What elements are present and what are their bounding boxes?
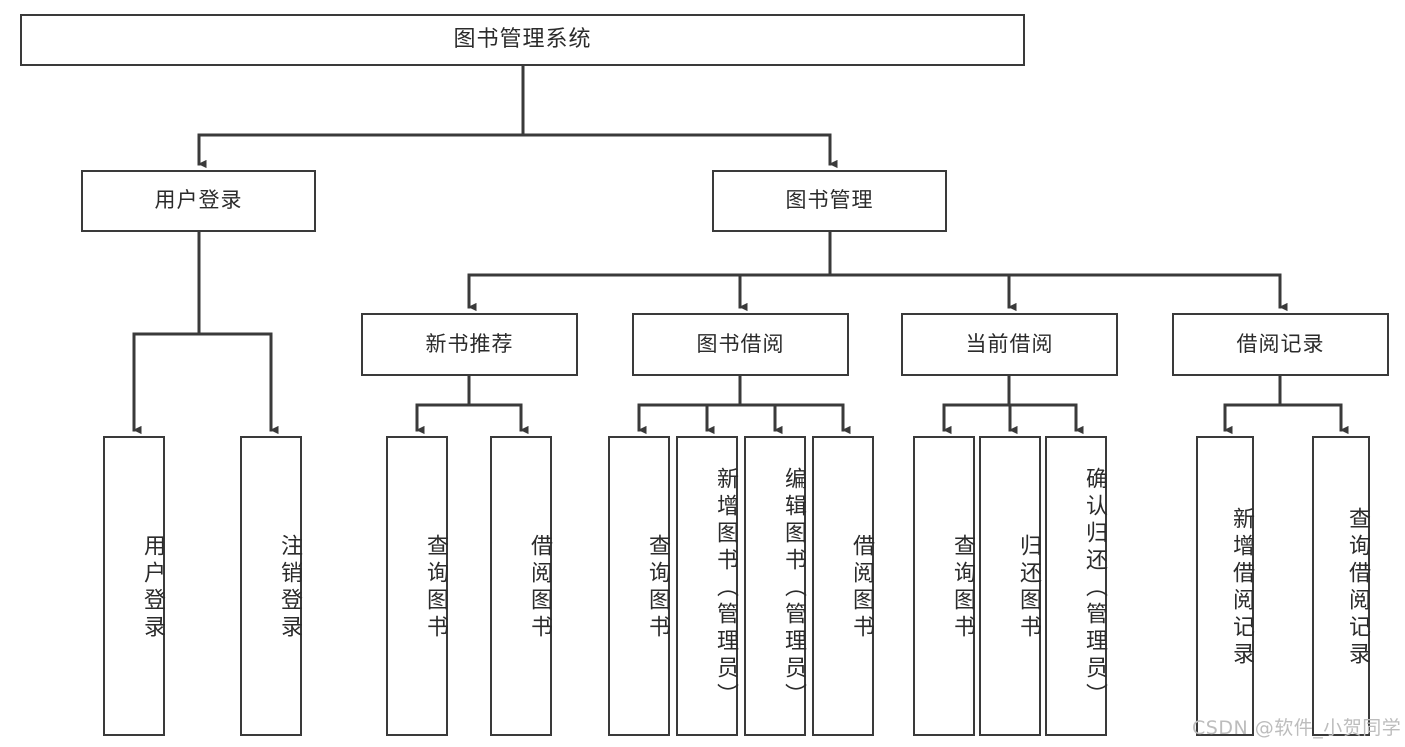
node-book-manage-label: 图书管理 [785, 188, 874, 213]
csdn-watermark: CSDN @软件_小贺同学 [1192, 717, 1402, 739]
node-new-book-recommend[interactable]: 新书推荐 [361, 313, 578, 376]
node-leaf-borrow-book-2-label: 借阅图书 [849, 534, 874, 642]
node-leaf-borrow-book-2[interactable]: 借阅图书 [812, 436, 874, 736]
node-leaf-query-book-2[interactable]: 查询图书 [608, 436, 670, 736]
node-leaf-edit-book[interactable]: 编辑图书（管理员） [744, 436, 806, 736]
node-borrow-record-label: 借阅记录 [1236, 331, 1325, 356]
node-leaf-add-record-label: 新增借阅记录 [1229, 507, 1254, 669]
node-user-login[interactable]: 用户登录 [81, 170, 316, 232]
node-leaf-query-book-3[interactable]: 查询图书 [913, 436, 975, 736]
node-current-borrow[interactable]: 当前借阅 [901, 313, 1118, 376]
node-leaf-query-record-label: 查询借阅记录 [1345, 507, 1370, 669]
node-root[interactable]: 图书管理系统 [20, 14, 1025, 66]
node-borrow-record[interactable]: 借阅记录 [1172, 313, 1389, 376]
node-user-login-label: 用户登录 [154, 188, 243, 213]
node-leaf-return-book[interactable]: 归还图书 [979, 436, 1041, 736]
node-leaf-add-book[interactable]: 新增图书（管理员） [676, 436, 738, 736]
node-leaf-borrow-book-1-label: 借阅图书 [527, 534, 552, 642]
node-leaf-user-login-label: 用户登录 [140, 534, 165, 642]
node-leaf-logout-login-label: 注销登录 [277, 534, 302, 642]
node-book-manage[interactable]: 图书管理 [712, 170, 947, 232]
node-leaf-query-book-2-label: 查询图书 [645, 534, 670, 642]
node-current-borrow-label: 当前借阅 [965, 331, 1054, 356]
node-leaf-return-book-label: 归还图书 [1016, 534, 1041, 642]
node-leaf-query-book-1[interactable]: 查询图书 [386, 436, 448, 736]
node-book-borrow-label: 图书借阅 [696, 331, 785, 356]
node-leaf-borrow-book-1[interactable]: 借阅图书 [490, 436, 552, 736]
node-leaf-query-record[interactable]: 查询借阅记录 [1312, 436, 1370, 736]
node-leaf-confirm-return[interactable]: 确认归还（管理员） [1045, 436, 1107, 736]
node-leaf-user-login[interactable]: 用户登录 [103, 436, 165, 736]
node-book-borrow[interactable]: 图书借阅 [632, 313, 849, 376]
node-leaf-add-record[interactable]: 新增借阅记录 [1196, 436, 1254, 736]
node-new-book-recommend-label: 新书推荐 [425, 331, 514, 356]
node-leaf-edit-book-label: 编辑图书（管理员） [781, 466, 806, 710]
node-leaf-query-book-1-label: 查询图书 [423, 534, 448, 642]
node-leaf-confirm-return-label: 确认归还（管理员） [1082, 466, 1107, 710]
node-leaf-query-book-3-label: 查询图书 [950, 534, 975, 642]
node-leaf-add-book-label: 新增图书（管理员） [713, 466, 738, 710]
node-leaf-logout-login[interactable]: 注销登录 [240, 436, 302, 736]
node-root-label: 图书管理系统 [453, 26, 592, 52]
